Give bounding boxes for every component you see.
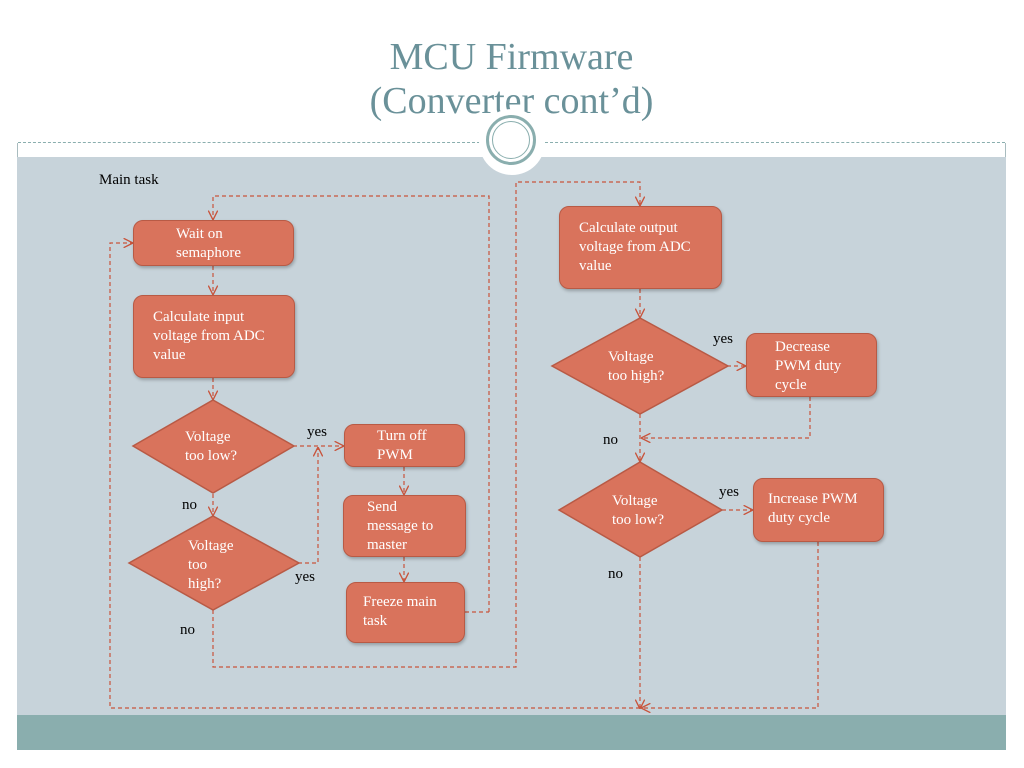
header-divider-right [545,142,1005,143]
decision-left-too-low-text: Voltage too low? [185,429,238,464]
decision-right-too-low [557,461,724,558]
header-divider-left [18,142,480,143]
connector-loop-back-to-wait [213,195,490,612]
decision-right-too-high [550,317,730,415]
decision-right-too-high-text: Voltage too high? [608,349,665,384]
box-wait-on-semaphore: Wait on semaphore [133,220,294,266]
decision-left-too-high-text: Voltage too high? [188,538,234,592]
footer-band [17,715,1006,750]
edge-label-yes-right-low: yes [719,484,739,500]
box-send-message-to-master: Send message to master [343,495,466,557]
box-increase-pwm-duty-cycle: Increase PWM duty cycle [753,478,884,542]
connector-too-high-no [212,181,640,668]
edge-label-no-left-low: no [182,497,197,513]
box-decrease-pwm-duty-cycle: Decrease PWM duty cycle [746,333,877,397]
box-calculate-output-voltage: Calculate output voltage from ADC value [559,206,722,289]
edge-label-no-right-high: no [603,432,618,448]
box-freeze-main-task: Freeze main task [346,582,465,643]
edge-label-yes-left-high: yes [295,569,315,585]
edge-label-no-left-high: no [180,622,195,638]
decision-left-too-high [127,515,301,611]
edge-label-yes-left-low: yes [307,424,327,440]
box-calculate-input-voltage: Calculate input voltage from ADC value [133,295,295,378]
decision-left-too-low [131,399,296,494]
edge-label-no-right-low: no [608,566,623,582]
connector-increase-merge [642,542,819,708]
title-ornament-inner-ring [492,121,530,159]
connector-decrease-merge [642,397,811,438]
edge-label-yes-right-high: yes [713,331,733,347]
section-label-main-task: Main task [99,172,159,188]
decision-right-too-low-text: Voltage too low? [612,493,665,528]
slide-title-line-1: MCU Firmware [389,36,634,78]
box-turn-off-pwm: Turn off PWM [344,424,465,467]
connector-too-high-yes [298,448,318,564]
